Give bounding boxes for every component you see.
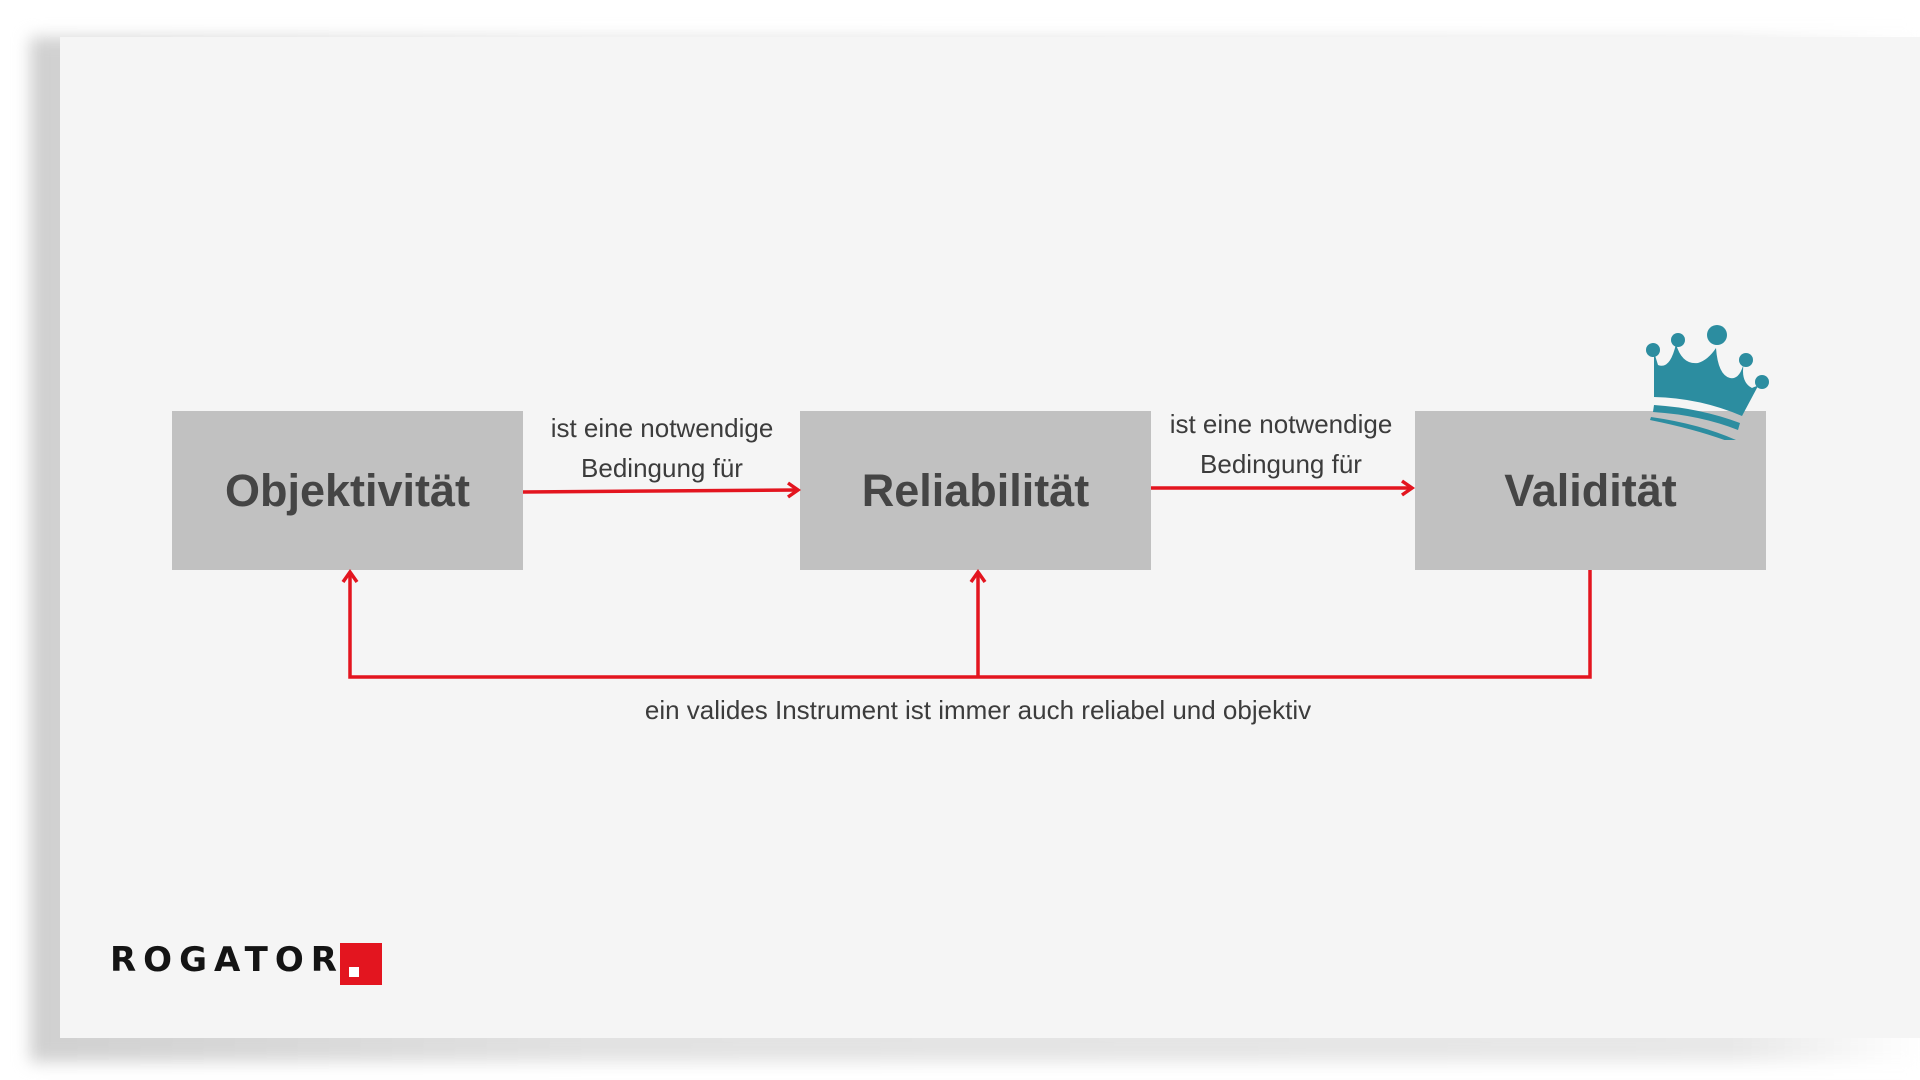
crown-icon bbox=[1646, 325, 1769, 440]
arrow-label-2-line2: Bedingung für bbox=[1200, 449, 1362, 479]
feedback-label: ein valides Instrument ist immer auch re… bbox=[644, 695, 1312, 725]
rogator-logo-square bbox=[340, 943, 382, 985]
arrow-label-1: ist eine notwendige Bedingung für bbox=[532, 408, 792, 488]
rogator-logo: ROGATOR bbox=[110, 940, 344, 980]
feedback-line bbox=[348, 570, 1592, 679]
arrow-label-2-line1: ist eine notwendige bbox=[1169, 409, 1393, 439]
arrow-label-1-line2: Bedingung für bbox=[581, 453, 743, 483]
arrow-objektivitaet-to-reliabilitaet bbox=[522, 488, 798, 494]
box-validitaet: Validität bbox=[1415, 411, 1766, 570]
arrow-label-1-line1: ist eine notwendige bbox=[550, 413, 774, 443]
arrow-label-2: ist eine notwendige Bedingung für bbox=[1151, 404, 1411, 484]
box-reliabilitaet: Reliabilität bbox=[800, 411, 1151, 570]
box-objektivitaet: Objektivität bbox=[172, 411, 523, 570]
